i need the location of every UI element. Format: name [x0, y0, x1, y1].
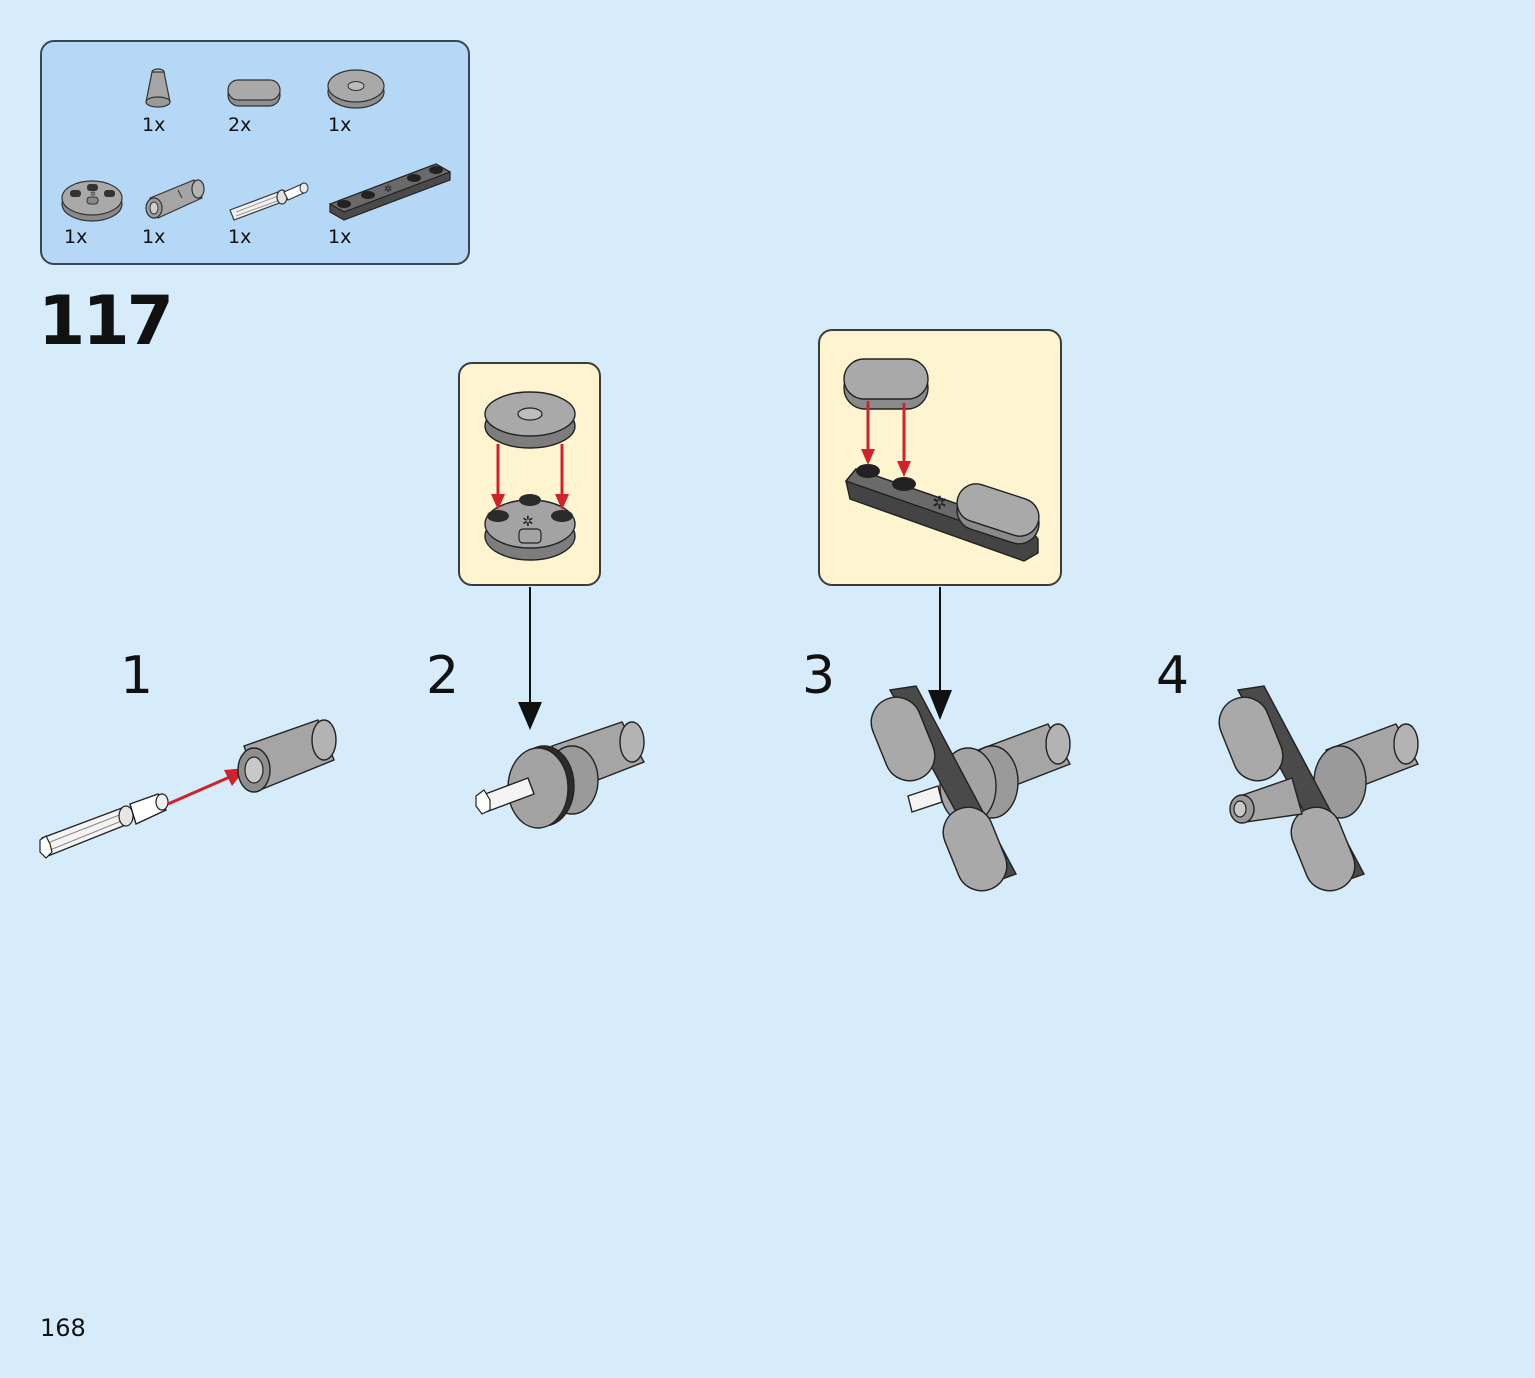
substep-number: 4	[1156, 646, 1190, 706]
qty-label: 1x	[64, 226, 88, 248]
svg-text:✲: ✲	[90, 190, 96, 198]
plate-1x5-icon: ✲	[326, 152, 454, 224]
svg-text:✲: ✲	[522, 514, 534, 530]
page-number: 168	[40, 1314, 86, 1342]
step-number: 117	[38, 282, 174, 361]
substep-4-illustration	[1218, 685, 1419, 892]
svg-text:✲: ✲	[384, 184, 392, 195]
substep-number: 1	[120, 646, 154, 706]
round-plate-icon: ✲	[60, 174, 124, 224]
pin-connector-icon	[140, 172, 210, 224]
callout-round-tile: ✲	[458, 362, 601, 586]
substep-2-illustration	[475, 721, 645, 829]
qty-label: 1x	[328, 226, 352, 248]
axle-pin-icon	[226, 174, 312, 222]
callout-oval-tiles: ✲	[818, 329, 1062, 586]
substep-1-illustration	[39, 719, 337, 859]
tile-oval-icon	[226, 76, 282, 110]
substep-3-illustration	[870, 685, 1071, 892]
qty-label: 1x	[228, 226, 252, 248]
parts-list-box: 1x 2x 1x	[40, 40, 470, 265]
substep-number: 2	[426, 646, 460, 706]
round-tile-hole-icon	[326, 66, 388, 112]
qty-label: 2x	[228, 114, 252, 136]
qty-label: 1x	[328, 114, 352, 136]
svg-text:✲: ✲	[932, 493, 947, 514]
qty-label: 1x	[142, 114, 166, 136]
qty-label: 1x	[142, 226, 166, 248]
cone-icon	[140, 62, 180, 112]
substep-number: 3	[802, 646, 836, 706]
